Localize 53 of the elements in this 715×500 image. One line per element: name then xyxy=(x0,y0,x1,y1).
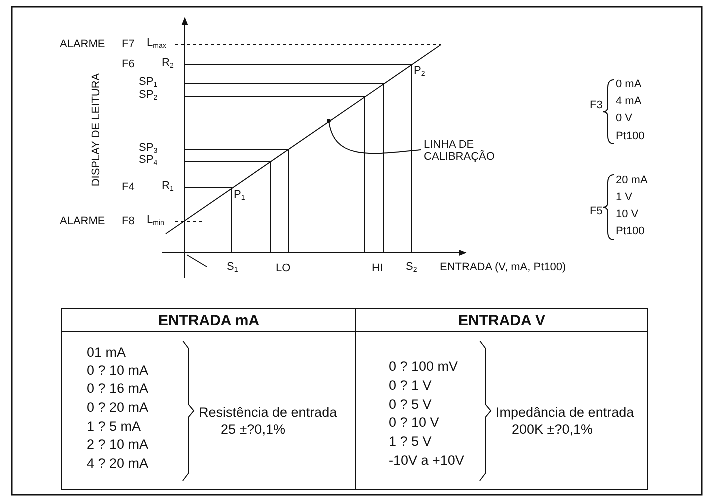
axis-value-label: R$_{2}$ xyxy=(162,57,174,72)
axis-value-label: S$_{2}$ xyxy=(406,261,418,276)
function-code: F5 xyxy=(590,206,603,218)
range-text: 2 ? 10 mA xyxy=(87,437,149,453)
spec-text: 25 ±?0,1% xyxy=(221,422,286,438)
alarm-label: ALARME xyxy=(60,38,106,52)
option-label: 1 V xyxy=(616,192,633,204)
function-code: F4 xyxy=(122,182,135,194)
option-label: 10 V xyxy=(616,208,639,222)
axis-value-label: L$_{max}$ xyxy=(147,37,166,52)
setpoint-label: SP$_{2}$ xyxy=(139,89,158,104)
axis-title: DISPLAY DE LEITURA xyxy=(90,73,104,187)
option-label: 4 mA xyxy=(616,96,642,108)
function-code: F7 xyxy=(122,38,135,52)
spec-text: Impedância de entrada xyxy=(496,405,634,421)
range-text: 0 ? 10 V xyxy=(389,415,440,431)
axis-value-label: S$_{1}$ xyxy=(227,261,238,276)
setpoint-label: SP$_{3}$ xyxy=(139,142,158,155)
leader-line xyxy=(327,119,422,154)
range-text: 0 ? 100 mV xyxy=(389,359,458,375)
axis-value-label: L$_{min}$ xyxy=(147,214,164,229)
table-header: ENTRADA mA xyxy=(158,314,260,328)
point-label: P$_{2}$ xyxy=(414,65,426,80)
axis-value-label: R$_{1}$ xyxy=(162,180,174,195)
point-label: P$_{1}$ xyxy=(234,189,246,204)
range-text: 0 ? 5 V xyxy=(389,397,432,413)
option-label: Pt100 xyxy=(616,226,645,238)
axis-value-label: HI xyxy=(372,262,383,276)
spec-text: Resistência de entrada xyxy=(199,405,338,421)
option-label: 20 mA xyxy=(616,174,648,188)
function-code: F6 xyxy=(122,58,135,72)
range-text: 0 ? 10 mA xyxy=(87,363,149,379)
axis-value-label: LO xyxy=(276,262,291,276)
option-label: 0 mA xyxy=(616,78,642,92)
option-label: Pt100 xyxy=(616,130,645,144)
range-text: 01 mA xyxy=(87,345,126,361)
range-text: -10V a +10V xyxy=(389,453,464,469)
setpoint-label: SP$_{1}$ xyxy=(139,76,158,90)
range-text: 1 ? 5 mA xyxy=(87,419,142,435)
range-text: 1 ? 5 V xyxy=(389,434,432,450)
range-text: 0 ? 20 mA xyxy=(87,400,149,416)
setpoint-label: SP$_{4}$ xyxy=(139,154,158,169)
callout-label: LINHA DE CALIBRAÇÃO xyxy=(424,139,504,163)
spec-text: 200K ±?0,1% xyxy=(512,422,593,438)
function-code: F3 xyxy=(590,100,603,112)
range-text: 0 ? 1 V xyxy=(389,378,432,394)
range-text: 4 ? 20 mA xyxy=(87,456,149,472)
option-label: 0 V xyxy=(616,112,633,126)
range-text: 0 ? 16 mA xyxy=(87,381,149,397)
function-code: F8 xyxy=(122,216,135,228)
alarm-label: ALARME xyxy=(60,216,106,228)
axis-title: ENTRADA (V, mA, Pt100) xyxy=(440,262,566,274)
table-header: ENTRADA V xyxy=(458,314,546,328)
